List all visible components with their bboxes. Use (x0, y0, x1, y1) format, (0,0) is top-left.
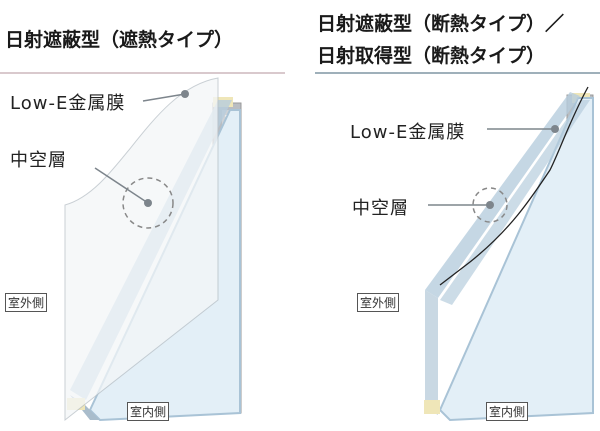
right-indoor-label: 室内側 (486, 402, 529, 421)
right-outdoor-label: 室外側 (357, 293, 400, 312)
left-outdoor-label: 室外側 (5, 293, 48, 312)
left-title: 日射遮蔽型（遮熱タイプ） (5, 29, 234, 51)
left-glass-unit (64, 77, 242, 422)
right-lowe-label: Low-E金属膜 (350, 122, 466, 143)
right-title-line1: 日射遮蔽型（断熱タイプ）／ (317, 13, 565, 35)
right-title-line2: 日射取得型（断熱タイプ） (317, 45, 546, 67)
right-glass-unit (424, 86, 594, 422)
left-hollow-label: 中空層 (10, 150, 67, 171)
left-indoor-label: 室内側 (127, 402, 170, 421)
left-lowe-label: Low-E金属膜 (10, 93, 126, 114)
right-hollow-label: 中空層 (352, 198, 409, 219)
